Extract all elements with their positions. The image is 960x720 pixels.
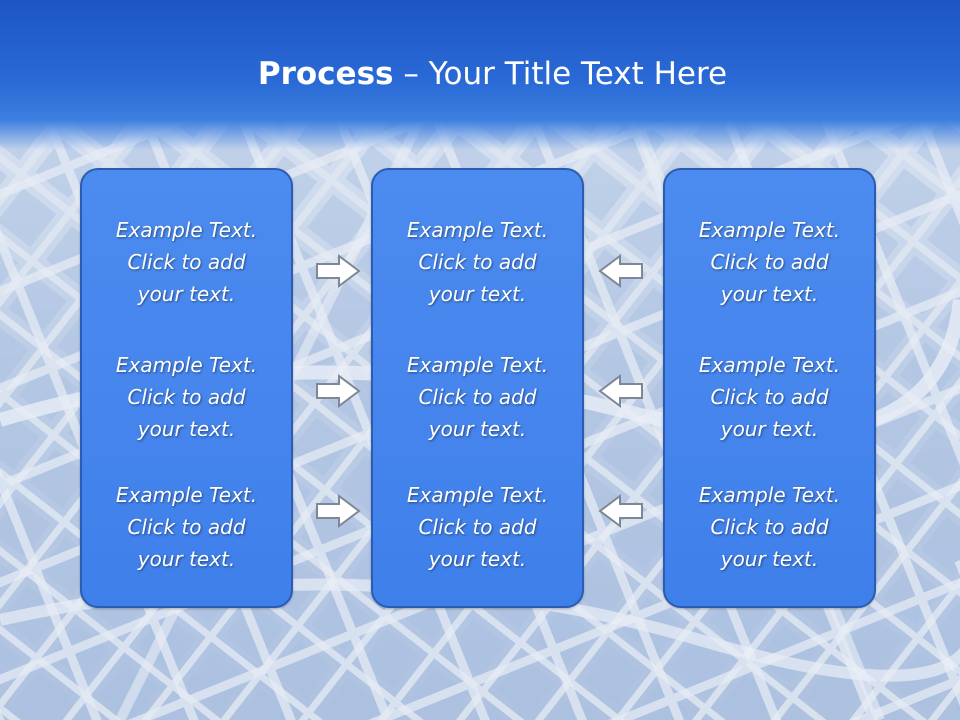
process-box-left[interactable]: Example Text. Click to add your text. Ex… <box>80 168 293 608</box>
text-line: your text. <box>137 282 236 306</box>
text-line: your text. <box>720 282 819 306</box>
right-arrow-icon[interactable] <box>315 254 361 288</box>
title-bar <box>0 0 960 150</box>
left-arrow-icon[interactable] <box>598 254 644 288</box>
text-line: Example Text. <box>115 353 258 377</box>
process-box-center[interactable]: Example Text. Click to add your text. Ex… <box>371 168 584 608</box>
text-block[interactable]: Example Text. Click to add your text. <box>373 214 582 310</box>
text-line: your text. <box>428 547 527 571</box>
text-block[interactable]: Example Text. Click to add your text. <box>665 349 874 445</box>
text-block[interactable]: Example Text. Click to add your text. <box>82 349 291 445</box>
text-line: Click to add <box>710 250 829 274</box>
text-line: Example Text. <box>406 353 549 377</box>
title-bold: Process <box>257 56 394 92</box>
slide-title[interactable]: Process – Your Title Text Here <box>0 52 960 96</box>
text-line: Click to add <box>710 515 829 539</box>
text-line: Click to add <box>418 515 537 539</box>
text-block[interactable]: Example Text. Click to add your text. <box>665 214 874 310</box>
text-line: Click to add <box>710 385 829 409</box>
text-line: Click to add <box>127 385 246 409</box>
text-line: your text. <box>428 417 527 441</box>
text-line: Click to add <box>127 515 246 539</box>
left-arrow-icon[interactable] <box>598 494 644 528</box>
title-rest: – Your Title Text Here <box>393 56 728 92</box>
text-block[interactable]: Example Text. Click to add your text. <box>665 479 874 575</box>
text-line: your text. <box>720 417 819 441</box>
text-block[interactable]: Example Text. Click to add your text. <box>82 214 291 310</box>
process-box-right[interactable]: Example Text. Click to add your text. Ex… <box>663 168 876 608</box>
text-line: Example Text. <box>698 353 841 377</box>
right-arrow-icon[interactable] <box>315 374 361 408</box>
text-line: your text. <box>137 547 236 571</box>
text-line: Example Text. <box>115 218 258 242</box>
text-block[interactable]: Example Text. Click to add your text. <box>373 479 582 575</box>
text-line: Click to add <box>418 250 537 274</box>
text-line: Example Text. <box>115 483 258 507</box>
text-line: Click to add <box>127 250 246 274</box>
text-block[interactable]: Example Text. Click to add your text. <box>82 479 291 575</box>
text-line: your text. <box>428 282 527 306</box>
right-arrow-icon[interactable] <box>315 494 361 528</box>
text-line: Example Text. <box>406 483 549 507</box>
text-line: Click to add <box>418 385 537 409</box>
text-line: Example Text. <box>406 218 549 242</box>
text-line: your text. <box>137 417 236 441</box>
text-line: Example Text. <box>698 218 841 242</box>
text-line: your text. <box>720 547 819 571</box>
text-block[interactable]: Example Text. Click to add your text. <box>373 349 582 445</box>
left-arrow-icon[interactable] <box>598 374 644 408</box>
text-line: Example Text. <box>698 483 841 507</box>
